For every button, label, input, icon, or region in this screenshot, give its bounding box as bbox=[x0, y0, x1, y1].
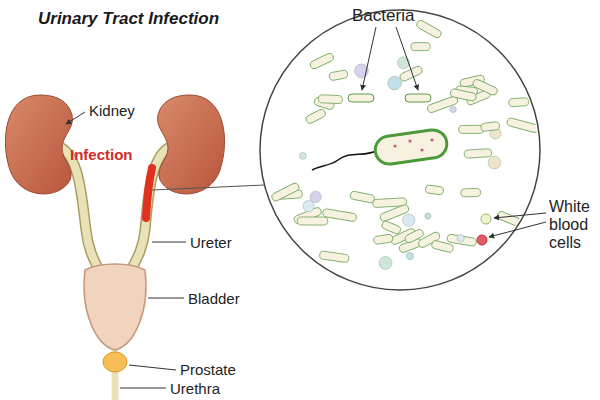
bacterium bbox=[309, 52, 335, 70]
blood-cell bbox=[457, 234, 464, 241]
bacteria-label: Bacteria bbox=[352, 6, 414, 25]
urethra-label: Urethra bbox=[170, 380, 220, 397]
right-kidney bbox=[158, 95, 225, 194]
kidney-label: Kidney bbox=[89, 102, 135, 119]
bacterium bbox=[322, 208, 357, 221]
ureter-label: Ureter bbox=[190, 234, 232, 251]
prostate-label: Prostate bbox=[180, 361, 236, 378]
magnified-view bbox=[260, 10, 540, 290]
bacterium bbox=[319, 251, 349, 263]
white-blood-cell bbox=[481, 214, 491, 224]
blood-cell bbox=[450, 106, 456, 112]
bacterium bbox=[472, 78, 499, 96]
blood-cell bbox=[425, 213, 431, 219]
infection-label: Infection bbox=[70, 146, 133, 163]
flagellum bbox=[312, 150, 378, 170]
prostate bbox=[103, 352, 127, 372]
bacterium bbox=[350, 191, 375, 204]
bacterium bbox=[459, 125, 484, 133]
bacterium bbox=[405, 94, 431, 102]
bacterium bbox=[329, 70, 349, 81]
bacterium bbox=[461, 188, 481, 196]
blood-cell bbox=[299, 152, 306, 159]
bacterium bbox=[450, 88, 477, 101]
bacterium bbox=[481, 121, 500, 131]
bacterium bbox=[425, 185, 444, 195]
zoom-line bbox=[152, 185, 265, 190]
bacterium bbox=[509, 98, 529, 107]
bacterium bbox=[506, 117, 539, 133]
diagram-title: Urinary Tract Infection bbox=[38, 10, 219, 27]
bacterium bbox=[305, 108, 327, 125]
bacterium bbox=[270, 182, 300, 203]
bacterium bbox=[464, 149, 492, 159]
bacterium bbox=[496, 210, 522, 227]
blood-cell bbox=[303, 201, 314, 212]
bacterium bbox=[297, 217, 328, 225]
blood-cell bbox=[397, 57, 409, 69]
bladder bbox=[84, 264, 146, 350]
ureters bbox=[62, 148, 168, 272]
blood-cell bbox=[406, 252, 413, 259]
left-kidney bbox=[5, 95, 72, 194]
bacterium bbox=[318, 95, 342, 104]
large-bacterium bbox=[373, 128, 448, 166]
bacterium bbox=[415, 19, 442, 39]
blood-cell bbox=[388, 76, 402, 90]
bacterium bbox=[373, 234, 393, 245]
micro-content bbox=[270, 19, 539, 269]
leader-lines bbox=[66, 27, 546, 388]
blood-cell bbox=[379, 256, 392, 269]
cells-label: White blood cells bbox=[549, 198, 597, 252]
bacterium-dots bbox=[393, 138, 433, 151]
blood-cell bbox=[488, 156, 501, 169]
bladder-label: Bladder bbox=[188, 290, 240, 307]
bacterium bbox=[411, 43, 430, 51]
bacterium bbox=[348, 94, 374, 102]
blood-cell bbox=[403, 214, 415, 226]
bacterium bbox=[431, 240, 454, 253]
infection-site bbox=[146, 168, 152, 218]
white-blood-cell bbox=[477, 235, 487, 245]
blood-cell bbox=[310, 191, 321, 202]
bacterium bbox=[381, 220, 402, 235]
